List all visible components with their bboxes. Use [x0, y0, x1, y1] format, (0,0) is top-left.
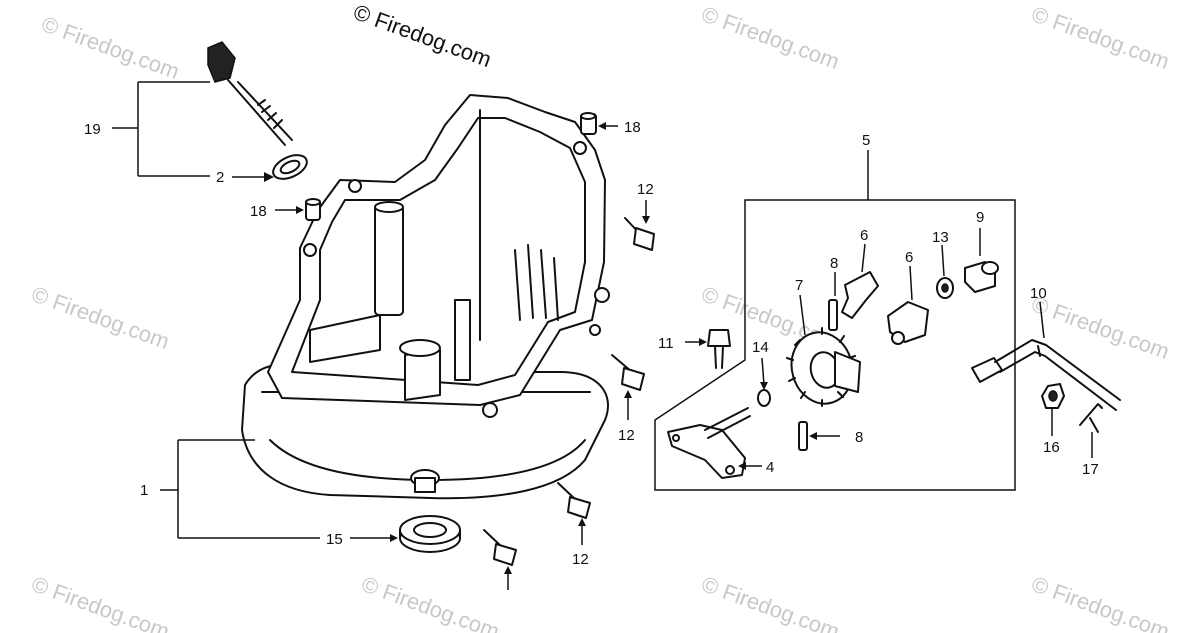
flange-bolt-part	[611, 354, 645, 391]
governor-weight-part	[841, 271, 879, 319]
callout-7: 7	[795, 277, 803, 294]
callout-18: 18	[624, 119, 641, 136]
callout-17: 17	[1082, 461, 1099, 478]
flange-bolt-part	[557, 482, 591, 519]
governor-weight-part	[887, 301, 929, 345]
callout-16: 16	[1043, 439, 1060, 456]
dowel-pin-part	[580, 112, 597, 135]
washer-part	[936, 277, 954, 299]
callout-1: 1	[140, 482, 148, 499]
pin-part	[828, 299, 838, 331]
callout-19: 19	[84, 121, 101, 138]
washer-part	[757, 389, 771, 407]
flange-bolt-part	[624, 217, 655, 251]
callout-8: 8	[830, 255, 838, 272]
callout-10: 10	[1030, 285, 1047, 302]
callout-14: 14	[752, 339, 769, 356]
watermark: © Firedog.com	[28, 281, 172, 354]
watermark: © Firedog.com	[1028, 571, 1172, 633]
callout-13: 13	[932, 229, 949, 246]
flange-bolt-part	[483, 529, 517, 566]
o-ring-part	[272, 154, 308, 180]
callout-2: 2	[216, 169, 224, 186]
crankcase-cover-part	[241, 94, 610, 500]
callout-12: 12	[572, 551, 589, 568]
callout-11: 11	[658, 335, 674, 352]
pin-part	[798, 421, 808, 451]
watermark: © Firedog.com	[1028, 291, 1172, 364]
governor-holder-part	[964, 261, 999, 293]
callout-12: 12	[618, 427, 635, 444]
callout-5: 5	[862, 132, 870, 149]
dowel-pin-part	[305, 198, 321, 221]
oil-seal-part	[399, 515, 461, 553]
governor-lever-part	[971, 339, 1121, 411]
governor-gear-part	[786, 327, 861, 407]
callout-6: 6	[905, 249, 913, 266]
callout-labels: 19 2 18 18 12 12 12 1 15 5 11 14 7 8 8 6…	[84, 119, 1099, 568]
dipstick-part	[207, 41, 293, 146]
callout-6: 6	[860, 227, 868, 244]
watermark: © Firedog.com	[698, 571, 842, 633]
watermark-main: © Firedog.com	[350, 0, 494, 72]
clip-part	[1079, 403, 1103, 433]
watermark: © Firedog.com	[28, 571, 172, 633]
callout-15: 15	[326, 531, 343, 548]
callout-18: 18	[250, 203, 267, 220]
watermark: © Firedog.com	[38, 11, 182, 84]
watermark: © Firedog.com	[358, 571, 502, 633]
watermark: © Firedog.com	[1028, 1, 1172, 74]
callout-4: 4	[766, 459, 774, 476]
assembly-outline	[654, 199, 1016, 491]
callout-9: 9	[976, 209, 984, 226]
callout-12: 12	[637, 181, 654, 198]
flange-bolt-part	[707, 329, 731, 369]
leader-lines	[112, 81, 1093, 590]
governor-arm-part	[667, 407, 751, 479]
nut-part	[1041, 383, 1065, 409]
watermark: © Firedog.com	[698, 1, 842, 74]
callout-8: 8	[855, 429, 863, 446]
